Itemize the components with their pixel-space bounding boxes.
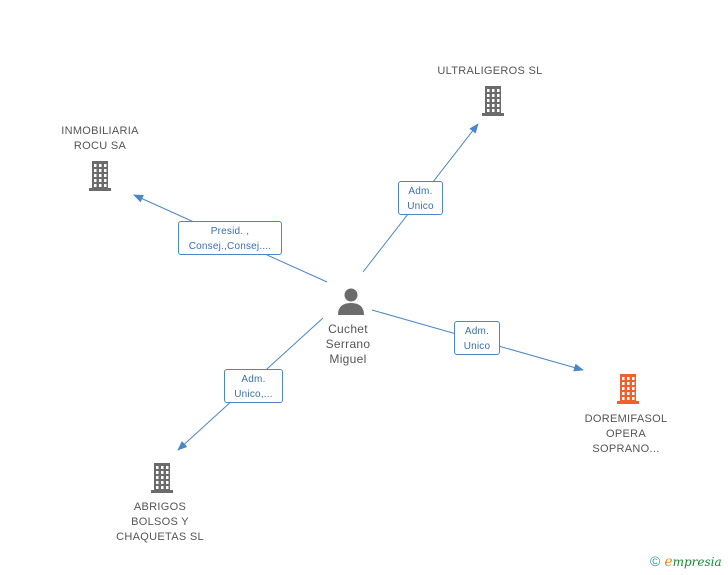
brand-e: e [664,554,673,570]
company-name-line: ROCU SA [73,140,127,152]
company-name-line: INMOBILIARIA [61,125,139,137]
role-line: Unico [463,341,491,352]
building-icon-abrigos[interactable] [151,463,173,493]
person-icon[interactable] [338,288,364,316]
company-label-ultraligeros[interactable]: ULTRALIGEROS SL [420,64,560,79]
role-box-inmobiliaria[interactable]: Presid. , Consej.,Consej.... [178,221,282,255]
copyright-icon: © [650,553,661,569]
company-name-line: OPERA [605,428,646,440]
role-line: Adm. [241,374,266,385]
role-line: Adm. [464,326,490,337]
company-label-doremifasol[interactable]: DOREMIFASOL OPERA SOPRANO... [566,412,686,457]
company-name-line: SOPRANO... [592,443,660,455]
role-line: Adm. [408,186,433,197]
person-name-line: Serrano [325,337,371,351]
building-icon-inmobiliaria[interactable] [89,161,111,191]
company-label-abrigos[interactable]: ABRIGOS BOLSOS Y CHAQUETAS SL [100,500,220,545]
company-label-inmobiliaria[interactable]: INMOBILIARIA ROCU SA [40,124,160,154]
building-icon-doremifasol[interactable] [617,374,639,404]
person-name-line: Cuchet [328,322,368,336]
role-line: Unico,... [234,389,273,400]
company-name-line: CHAQUETAS SL [116,531,204,543]
role-box-abrigos[interactable]: Adm. Unico,... [224,369,283,403]
building-icon-ultraligeros[interactable] [482,86,504,116]
person-label[interactable]: Cuchet Serrano Miguel [308,322,388,367]
role-line: Unico [407,201,434,212]
role-line: Presid. , [210,226,250,237]
role-line: Consej.,Consej.... [188,241,272,252]
company-name-line: ABRIGOS [133,501,187,513]
company-name-line: BOLSOS Y [131,516,189,528]
role-box-ultraligeros[interactable]: Adm. Unico [398,181,443,215]
empresia-logo: ©empresia [650,553,722,570]
brand-name: mpresia [672,555,722,569]
person-name-line: Miguel [329,352,367,366]
company-name-line: ULTRALIGEROS SL [437,65,543,77]
role-box-doremifasol[interactable]: Adm. Unico [454,321,500,355]
company-name-line: DOREMIFASOL [584,413,668,425]
